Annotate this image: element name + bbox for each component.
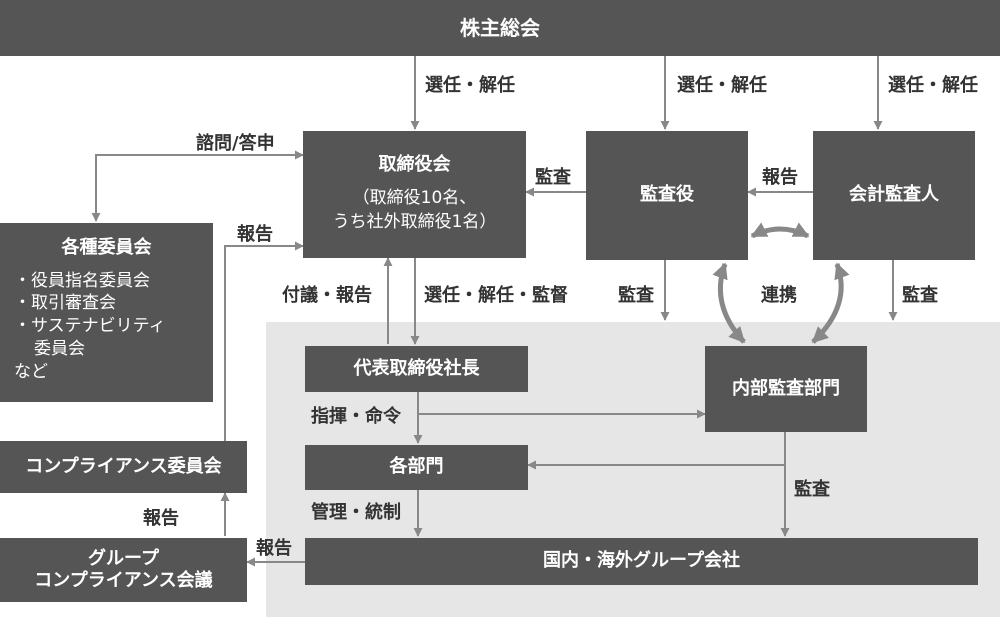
label-audit-accounting: 監査 — [902, 285, 938, 306]
committee-item: ・役員指名委員会 — [14, 270, 150, 291]
label-elect-board: 選任・解任 — [425, 75, 515, 96]
arrow-cooperation-auditors-accounting — [750, 222, 810, 239]
accounting-auditor-box: 会計監査人 — [813, 131, 975, 260]
label-proposal-report: 付議・報告 — [282, 285, 372, 306]
committee-item: ・取引審査会 — [14, 293, 116, 314]
committees-box: 各種委員会 ・役員指名委員会 ・取引審査会 ・サステナビリティ 委員会 など — [0, 223, 213, 402]
label-report-accounting: 報告 — [762, 167, 798, 188]
committee-item: など — [14, 362, 48, 383]
arrow-compliance-to-board — [224, 241, 304, 447]
committee-item: 委員会 — [34, 339, 85, 360]
group-companies-box: 国内・海外グループ会社 — [305, 538, 978, 585]
president-box: 代表取締役社長 — [305, 346, 528, 392]
label-report-group-compliance: 報告 — [143, 508, 179, 529]
label-report-group: 報告 — [256, 538, 292, 559]
committee-item: ・サステナビリティ — [14, 316, 166, 337]
arrow-board-committees — [91, 150, 304, 222]
label-elect-supervise: 選任・解任・監督 — [424, 285, 568, 306]
shareholders-meeting-box: 株主総会 — [0, 0, 1000, 56]
group-compliance-meeting-box: グループ コンプライアンス会議 — [0, 538, 247, 602]
label-cooperation: 連携 — [761, 285, 797, 306]
label-consult: 諮問/答申 — [196, 133, 275, 154]
departments-box: 各部門 — [305, 445, 528, 490]
label-elect-accounting-auditor: 選任・解任 — [888, 75, 978, 96]
auditors-box: 監査役 — [586, 131, 748, 260]
label-command: 指揮・命令 — [311, 406, 401, 427]
label-elect-auditors: 選任・解任 — [677, 75, 767, 96]
label-report-committee: 報告 — [237, 224, 273, 245]
label-manage: 管理・統制 — [311, 502, 401, 523]
label-audit-auditors: 監査 — [618, 285, 654, 306]
label-audit-board: 監査 — [535, 167, 571, 188]
arrow-cooperation-auditors-internal — [712, 262, 746, 344]
internal-audit-box: 内部監査部門 — [705, 346, 867, 432]
compliance-committee-box: コンプライアンス委員会 — [0, 441, 247, 493]
label-audit-internal: 監査 — [794, 479, 830, 500]
arrow-cooperation-accounting-internal — [811, 262, 850, 344]
board-of-directors-box: 取締役会 （取締役10名、 うち社外取締役1名） — [303, 131, 526, 258]
